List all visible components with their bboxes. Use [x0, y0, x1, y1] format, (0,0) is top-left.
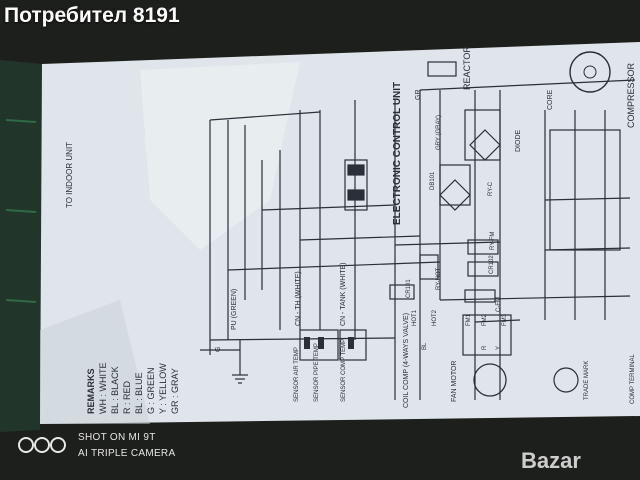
diode-label: DIODE: [515, 130, 522, 153]
trade-mark-symbol: [553, 367, 579, 393]
ground-symbol: [232, 374, 248, 384]
trade-mark-label: TRADE MARK: [584, 361, 590, 400]
camera-watermark-line1: SHOT ON MI 9T: [78, 432, 156, 443]
camera-dot-icon: [50, 437, 66, 453]
core-label: CORE: [547, 89, 554, 110]
fm3-label: FM3: [502, 313, 508, 326]
plastic-glare: [140, 62, 300, 250]
gr-label: GR: [415, 90, 422, 101]
remarks-line: Y : YELLOW: [158, 363, 168, 414]
c-fm-label: C-FM: [496, 297, 502, 312]
hot2-label: HOT2: [432, 309, 438, 326]
wiring-lines: [200, 79, 636, 400]
camera-dot-icon: [34, 437, 50, 453]
component-boxes: [299, 61, 621, 361]
remarks-line: GR : GRAY: [170, 368, 180, 414]
gry-label: GRY (GRAY): [436, 115, 442, 150]
fm2-label: FM2: [482, 313, 488, 326]
sensor-air-temp-label: SENSOR AIR TEMP: [294, 347, 300, 402]
ry-hot-label: RY-HOT: [436, 267, 442, 290]
cr101-label: CR101: [406, 279, 412, 298]
bl-label: BL: [422, 342, 428, 350]
to-indoor-unit-label: TO INDOOR UNIT: [65, 142, 74, 208]
pcb-trace: [5, 299, 37, 303]
hot1-label: HOT1: [412, 309, 418, 326]
bridge-symbol: [439, 179, 471, 211]
ry-c-label: RY-C: [488, 181, 494, 196]
remarks-line: BL : BLACK: [110, 366, 120, 414]
g-label: G: [215, 347, 222, 352]
comp-terminal-label: COMP TERMINAL: [630, 354, 636, 404]
fm1-label: FM1: [466, 313, 472, 326]
shadow-region: [40, 300, 150, 424]
remarks-line: G : GREEN: [146, 367, 156, 414]
fan-motor-symbol: [473, 363, 507, 397]
r-label: R: [482, 345, 488, 350]
author-label: Потребител 8191: [4, 4, 180, 27]
remarks-line: BL : BLUE: [134, 372, 144, 414]
compressor-symbol-core: [583, 65, 597, 79]
sensor-comp-temp-label: SENSOR COMP TEMP: [341, 339, 347, 402]
y-label: Y: [496, 346, 502, 350]
remarks-title: REMARKS: [86, 368, 96, 414]
on-tank-label: CN - TANK (WHITE): [340, 262, 347, 326]
diagram-labels: REMARKS WH : WHITE BL : BLACK R : RED BL…: [65, 46, 636, 414]
cr102-label: CR102: [489, 255, 495, 274]
coil-comp-label: COIL COMP (4-WAYS VALVE): [403, 313, 410, 408]
reactor-label: REACTOR: [462, 46, 472, 90]
ry-fm-label: RY-FM: [490, 232, 496, 250]
remarks-line: R : RED: [122, 380, 132, 414]
electronic-control-unit-label: ELECTRONIC CONTROL UNIT: [392, 82, 403, 225]
fan-motor-label: FAN MOTOR: [451, 361, 458, 402]
pcb-edge: [0, 60, 42, 432]
compressor-label: COMPRESSOR: [626, 62, 636, 128]
camera-watermark-line2: AI TRIPLE CAMERA: [78, 448, 176, 459]
pcb-trace: [5, 119, 37, 123]
sensor-plugs: [304, 337, 354, 349]
db101-label: DB101: [430, 171, 436, 190]
diode-symbol: [469, 129, 501, 161]
remarks-line: WH : WHITE: [98, 363, 108, 415]
pu-green-label: PU (GREEN): [231, 289, 238, 330]
pcb-trace: [5, 209, 37, 213]
site-watermark-logo: Bazar: [521, 448, 581, 473]
compressor-symbol: [569, 51, 611, 93]
on-th-label: CN - TH (WHITE): [295, 271, 302, 326]
camera-dot-icon: [18, 437, 34, 453]
sensor-pipe-temp-label: SENSOR PIPE TEMP: [314, 343, 320, 402]
